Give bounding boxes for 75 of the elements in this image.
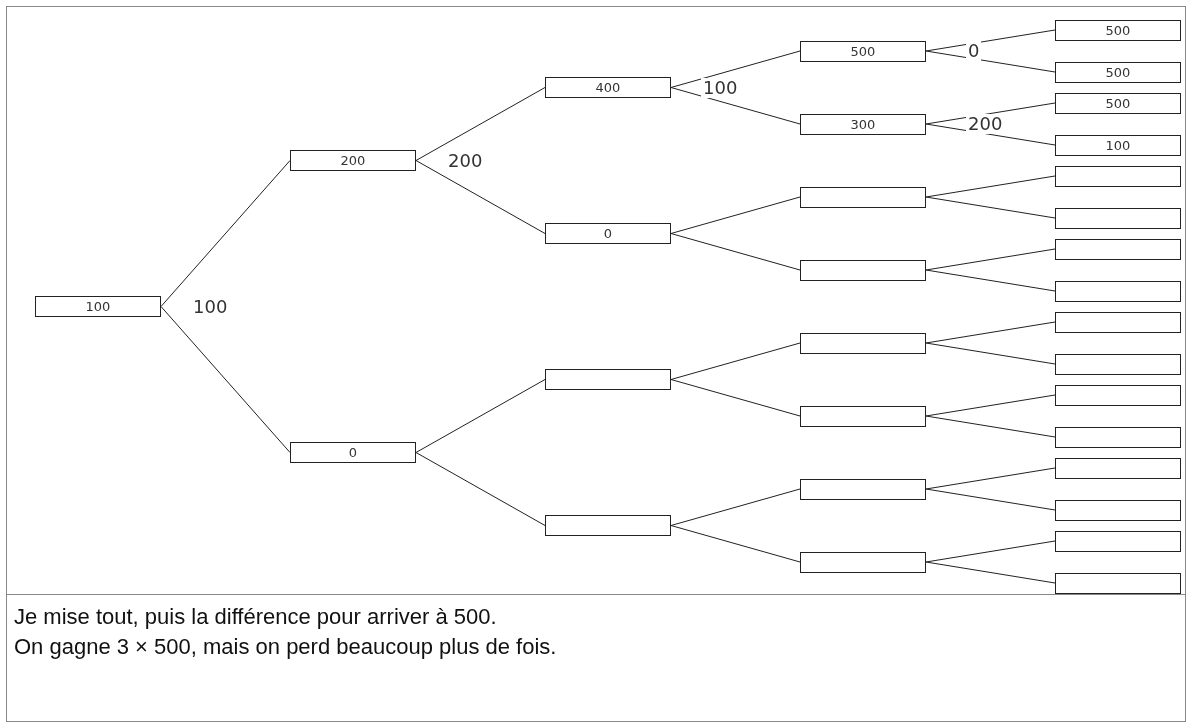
branch-line <box>160 306 291 453</box>
value-box <box>800 478 926 500</box>
value-box <box>1055 134 1181 156</box>
value-box <box>1055 207 1181 229</box>
branch-line <box>670 50 801 88</box>
branch-line <box>670 342 801 380</box>
value-text: 500 <box>1105 64 1131 80</box>
value-text: 0 <box>603 226 613 241</box>
branch-line <box>415 87 546 161</box>
value-text: 400 <box>595 80 621 95</box>
value-box <box>800 259 926 281</box>
value-box <box>290 442 416 463</box>
value-box <box>545 77 671 98</box>
value-box <box>800 186 926 208</box>
value-box <box>1055 92 1181 114</box>
branch-line <box>670 379 801 417</box>
branch-line <box>925 394 1056 417</box>
value-box <box>290 150 416 171</box>
value-box <box>545 369 671 390</box>
value-box <box>800 551 926 573</box>
branch-line <box>925 29 1056 52</box>
value-box <box>800 405 926 427</box>
bet-amount: 0 <box>966 41 982 61</box>
value-text: 500 <box>1105 95 1131 111</box>
value-box <box>1055 19 1181 41</box>
branch-line <box>925 269 1056 292</box>
branch-line <box>415 160 546 234</box>
value-box <box>1055 165 1181 187</box>
branch-line <box>415 379 546 453</box>
branch-line <box>415 452 546 526</box>
value-box <box>545 515 671 536</box>
branch-line <box>925 321 1056 344</box>
value-box <box>1055 384 1181 406</box>
value-text: 500 <box>850 43 876 59</box>
branch-line <box>925 248 1056 271</box>
branch-line <box>925 50 1056 73</box>
value-box <box>800 332 926 354</box>
value-text: 100 <box>85 299 111 314</box>
branch-line <box>670 488 801 526</box>
branch-line <box>925 342 1056 365</box>
value-box <box>1055 457 1181 479</box>
branch-line <box>160 160 291 307</box>
value-box <box>1055 238 1181 260</box>
value-box <box>1055 311 1181 333</box>
note-text: On gagne 3 × 500, mais on perd beaucoup plus de fois. <box>14 634 557 660</box>
value-text: 500 <box>1105 22 1131 38</box>
value-box <box>545 223 671 244</box>
branch-line <box>925 175 1056 198</box>
value-text: 0 <box>348 445 358 460</box>
branch-line <box>925 467 1056 490</box>
value-box <box>35 296 161 317</box>
value-box <box>1055 426 1181 448</box>
value-text: 200 <box>340 153 366 168</box>
value-box <box>1055 572 1181 594</box>
branch-line <box>670 233 801 271</box>
branch-line <box>670 196 801 234</box>
value-box <box>1055 280 1181 302</box>
branch-line <box>925 488 1056 511</box>
value-box <box>1055 530 1181 552</box>
branch-line <box>670 87 801 125</box>
value-box <box>1055 499 1181 521</box>
note-text: Je mise tout, puis la différence pour arriver à 500. <box>14 604 497 630</box>
value-box <box>1055 353 1181 375</box>
value-box <box>800 113 926 135</box>
value-box <box>1055 61 1181 83</box>
branch-line <box>925 196 1056 219</box>
value-text: 300 <box>850 116 876 132</box>
branch-line <box>925 561 1056 584</box>
branch-line <box>670 525 801 563</box>
value-text: 100 <box>1105 137 1131 153</box>
bet-amount: 100 <box>701 77 740 98</box>
value-box <box>800 40 926 62</box>
branch-line <box>925 415 1056 438</box>
bet-amount: 200 <box>966 114 1005 134</box>
branch-line <box>925 540 1056 563</box>
